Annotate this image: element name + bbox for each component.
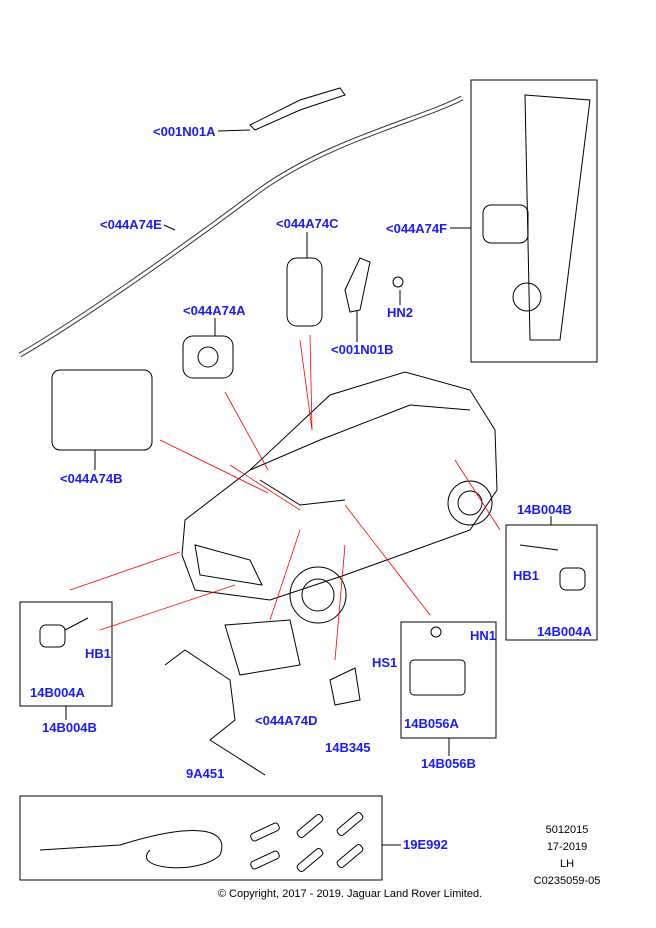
callout-HB1-left[interactable]: HB1	[85, 646, 112, 661]
nut-hn2	[392, 276, 404, 288]
callout-14B004B-right[interactable]: 14B004B	[517, 502, 572, 517]
repair-sleeves	[250, 812, 364, 872]
restraint-control-module	[409, 659, 466, 696]
seatbelt-retractor	[512, 282, 542, 312]
copyright-text: © Copyright, 2017 - 2019. Jaguar Land Ro…	[217, 888, 483, 900]
callout-14B345[interactable]: 14B345	[325, 740, 371, 755]
callout-001N01B[interactable]: <001N01B	[331, 342, 394, 357]
bracket-001N01B	[344, 257, 371, 313]
callout-044A74D[interactable]: <044A74D	[255, 713, 318, 728]
callout-044A74E[interactable]: <044A74E	[100, 217, 162, 232]
callout-9A451[interactable]: 9A451	[186, 766, 225, 781]
diagram-info: 5012015 17-2019 LH C0235059-05	[512, 822, 622, 890]
airbag-044A74C	[286, 257, 323, 327]
callout-044A74F[interactable]: <044A74F	[386, 221, 448, 236]
seat-airbag	[482, 204, 529, 244]
callout-044A74B[interactable]: <044A74B	[60, 471, 123, 486]
callout-HS1[interactable]: HS1	[372, 655, 398, 670]
label-leaders	[65, 129, 552, 846]
seatbelt-box	[470, 79, 598, 363]
callout-044A74A[interactable]: <044A74A	[183, 303, 246, 318]
callout-14B004A-right[interactable]: 14B004A	[537, 624, 592, 639]
impact-sensor-left	[39, 624, 66, 648]
harness-9A451	[164, 649, 266, 776]
info-line-3: LH	[559, 858, 575, 870]
callout-HB1-right[interactable]: HB1	[513, 568, 540, 583]
impact-sensor-right	[559, 567, 586, 591]
vehicle-outline	[181, 371, 498, 624]
harness-kit-box	[19, 795, 383, 881]
callout-14B004A-left[interactable]: 14B004A	[30, 685, 85, 700]
sensor-14B345	[329, 667, 361, 706]
leader-lines	[69, 334, 501, 661]
info-line-4: C0235059-05	[533, 875, 601, 887]
roof-airbag-strip	[249, 87, 346, 131]
callout-19E992[interactable]: 19E992	[403, 837, 448, 852]
callout-044A74C[interactable]: <044A74C	[276, 216, 339, 231]
airbag-044A74D	[224, 619, 301, 676]
driver-airbag	[182, 335, 234, 379]
passenger-airbag	[51, 369, 153, 451]
callout-14B004B-left[interactable]: 14B004B	[42, 720, 97, 735]
callout-001N01A[interactable]: <001N01A	[153, 124, 216, 139]
callout-14B056A[interactable]: 14B056A	[404, 716, 459, 731]
callout-14B056B[interactable]: 14B056B	[421, 756, 476, 771]
info-line-2: 17-2019	[546, 841, 588, 853]
connector-harness	[39, 830, 223, 869]
info-line-1: 5012015	[545, 824, 589, 836]
callout-HN1[interactable]: HN1	[470, 628, 497, 643]
seatbelt	[524, 94, 591, 341]
callout-HN2[interactable]: HN2	[387, 305, 414, 320]
